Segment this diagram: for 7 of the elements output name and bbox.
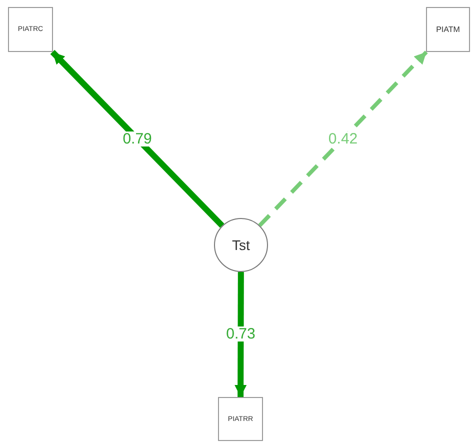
arrow	[234, 272, 247, 397]
arrow	[258, 50, 428, 227]
arrow	[50, 50, 224, 228]
edge-label: 0.42	[327, 131, 359, 146]
observed-box: PIATM	[426, 7, 470, 52]
edge-label: 0.79	[122, 131, 153, 146]
edge-label: 0.73	[225, 326, 256, 342]
